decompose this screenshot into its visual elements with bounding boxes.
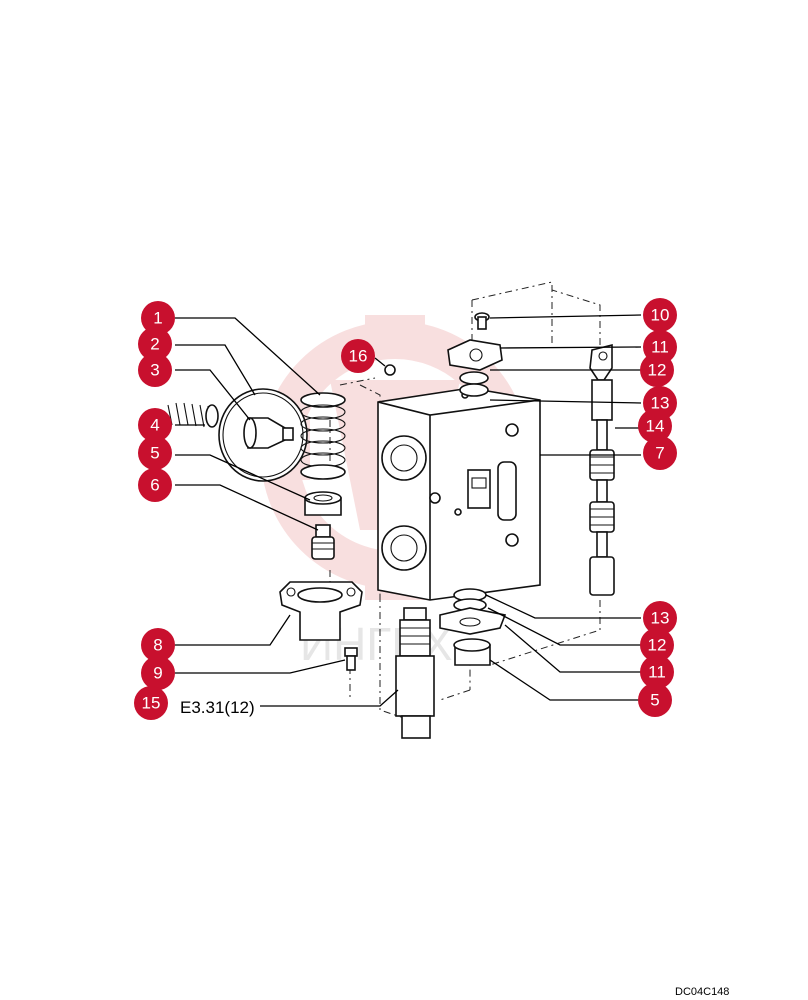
callout-14[interactable]: 14 xyxy=(638,409,672,443)
flange-cover xyxy=(279,581,363,641)
screw-9 xyxy=(344,647,358,671)
callout-12-upper[interactable]: 12 xyxy=(640,353,674,387)
callout-label: 15 xyxy=(142,694,161,713)
callout-11-lower[interactable]: 11 xyxy=(640,655,674,689)
callout-label: 11 xyxy=(648,663,666,682)
callout-16[interactable]: 16 xyxy=(341,339,375,373)
bushing-upper xyxy=(304,491,342,516)
callout-4[interactable]: 4 xyxy=(138,408,172,442)
ball-16 xyxy=(384,364,396,376)
callout-5-right[interactable]: 5 xyxy=(638,683,672,717)
lower-plate-and-seals xyxy=(439,588,507,666)
spool-plug xyxy=(311,524,335,560)
piston xyxy=(243,417,294,449)
callout-label: 12 xyxy=(648,361,667,380)
callout-label: 10 xyxy=(651,306,670,325)
reference-label: E3.31(12) xyxy=(180,698,255,717)
callout-8[interactable]: 8 xyxy=(141,628,175,662)
callout-label: 16 xyxy=(349,347,368,366)
callout-6[interactable]: 6 xyxy=(138,468,172,502)
callout-label: 13 xyxy=(651,394,670,413)
callout-15[interactable]: 15 xyxy=(134,686,168,720)
callout-label: 2 xyxy=(150,335,159,354)
callout-12-lower[interactable]: 12 xyxy=(640,628,674,662)
callout-label: 14 xyxy=(646,417,665,436)
callout-9[interactable]: 9 xyxy=(141,656,175,690)
callout-label: 5 xyxy=(150,444,159,463)
large-spring xyxy=(300,392,346,480)
callout-label: 6 xyxy=(150,476,159,495)
callout-label: 5 xyxy=(650,691,659,710)
small-spring xyxy=(167,402,219,428)
callout-2[interactable]: 2 xyxy=(138,327,172,361)
spool-14 xyxy=(589,343,615,596)
leader-lines xyxy=(175,314,642,707)
upper-plate-and-seals xyxy=(447,339,503,397)
callout-7[interactable]: 7 xyxy=(643,436,677,470)
callout-10[interactable]: 10 xyxy=(643,298,677,332)
screw-10 xyxy=(474,312,490,330)
valve-body xyxy=(377,387,541,601)
callout-label: 4 xyxy=(150,416,159,435)
callout-label: 8 xyxy=(153,636,162,655)
relief-valve-cartridge xyxy=(395,607,435,739)
callout-label: 7 xyxy=(655,444,664,463)
drawing-code: DC04C148 xyxy=(675,986,729,998)
callout-label: 3 xyxy=(150,361,159,380)
callout-label: 13 xyxy=(651,609,670,628)
callout-5-left[interactable]: 5 xyxy=(138,436,172,470)
callout-label: 1 xyxy=(153,309,162,328)
callout-label: 11 xyxy=(651,338,669,357)
callout-1[interactable]: 1 xyxy=(141,301,175,335)
callout-13-lower[interactable]: 13 xyxy=(643,601,677,635)
callout-label: 9 xyxy=(153,664,162,683)
callout-label: 12 xyxy=(648,636,667,655)
callout-3[interactable]: 3 xyxy=(138,353,172,387)
